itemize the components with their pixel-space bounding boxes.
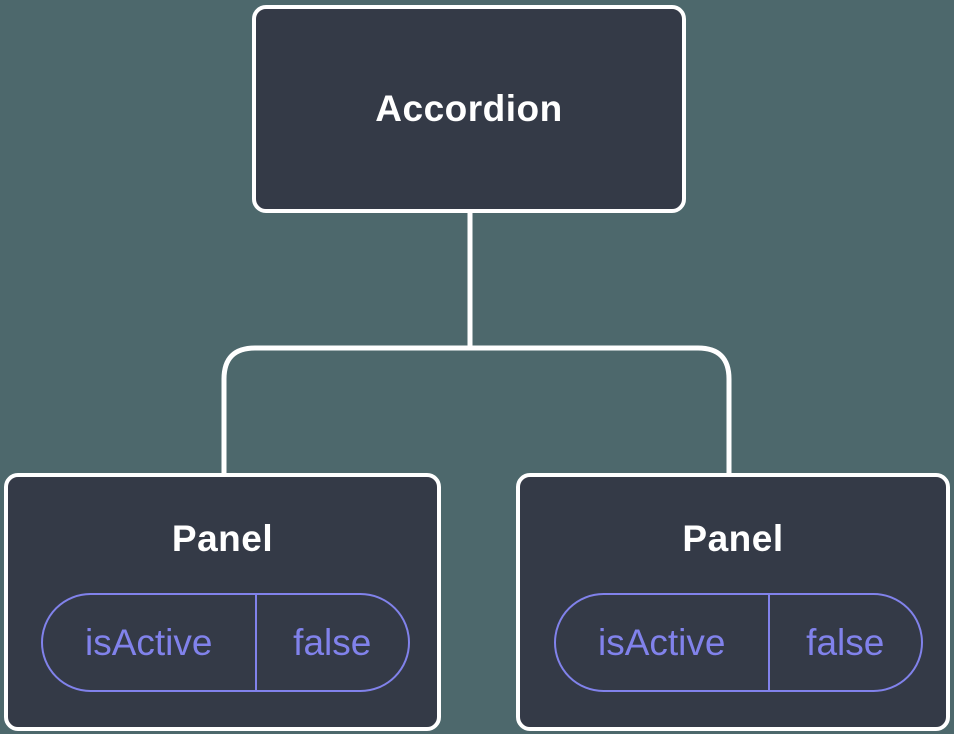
tree-node-accordion: Accordion: [252, 5, 686, 213]
state-value: false: [806, 621, 885, 663]
panel-node-label: Panel: [171, 518, 274, 559]
tree-node-panel: Panel isActive false: [516, 473, 950, 731]
state-badge: isActive false: [41, 593, 410, 692]
panel-node-label: Panel: [682, 518, 784, 559]
connector-bracket: [221, 345, 732, 475]
state-value-cell: false: [257, 595, 409, 690]
state-key-cell: isActive: [556, 595, 770, 690]
state-key: isActive: [598, 621, 726, 663]
state-key-cell: isActive: [43, 595, 257, 690]
state-key: isActive: [85, 621, 213, 663]
state-value-cell: false: [770, 595, 922, 690]
state-badge: isActive false: [554, 593, 923, 692]
accordion-node-label: Accordion: [375, 88, 563, 129]
state-value: false: [293, 621, 372, 663]
tree-node-panel: Panel isActive false: [4, 473, 441, 731]
